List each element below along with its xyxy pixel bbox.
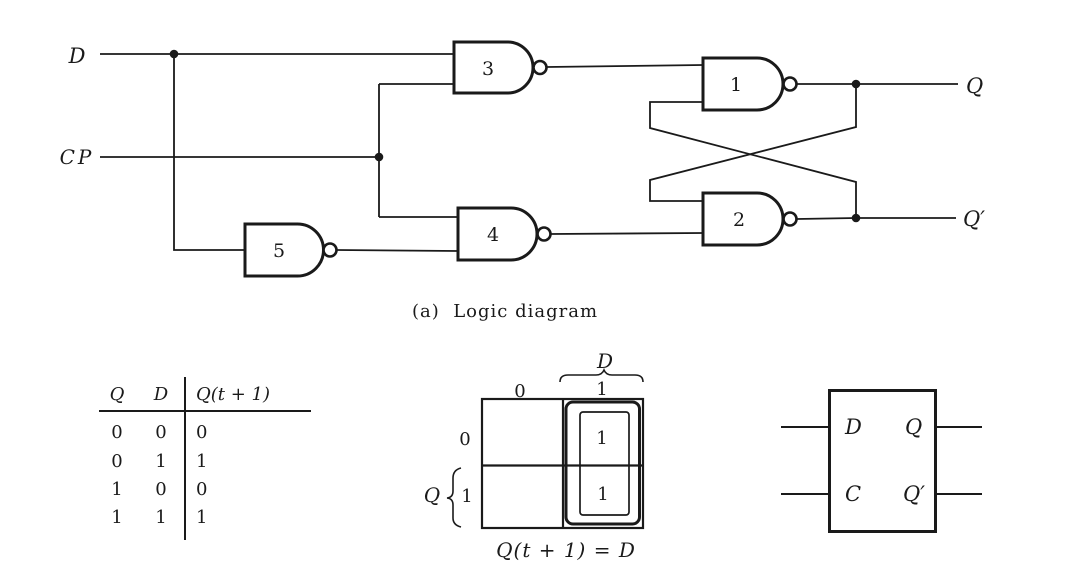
kmap-svg: D 0 1 0 1 Q 1 1 Q(t + 1) = D	[424, 349, 645, 562]
ff-label-d: D	[845, 415, 862, 439]
gate2-label: 2	[733, 209, 745, 231]
d-junction-dot	[169, 49, 179, 59]
kmap-group-loop-outer	[564, 400, 641, 526]
wire-gate4-output	[550, 232, 704, 235]
kmap-group-loop-inner	[579, 411, 630, 516]
qp-output-label: Q′	[963, 207, 985, 231]
qp-junction-dot	[851, 213, 861, 223]
kmap-left-brace	[446, 467, 462, 528]
tt-cell: 1	[111, 479, 123, 500]
tt-row: 1 1 1	[95, 504, 317, 532]
q-output-label: Q	[966, 74, 983, 98]
d-input-label: D	[68, 44, 86, 68]
kmap-row-header-0: 0	[459, 429, 470, 450]
truth-table: Q D Q(t + 1) 0 0 0 0 1 1 1 0 0 1 1 1	[95, 374, 317, 546]
tt-row: 1 0 0	[95, 476, 317, 504]
tt-cell: 1	[196, 451, 208, 472]
tt-cell: 0	[111, 422, 123, 443]
kmap-top-var-label: D	[596, 349, 613, 373]
ff-symbol-box: D Q C Q′	[828, 389, 937, 533]
caption-logic-diagram: (a) Logic diagram	[411, 301, 599, 322]
gate2-bubble	[782, 211, 798, 227]
wire-d-branch-to-gate5	[173, 54, 245, 251]
tt-vertical-rule	[184, 377, 186, 540]
gate1-bubble	[782, 76, 798, 92]
kmap-col-header-1: 1	[596, 379, 607, 400]
tt-cell: 0	[155, 479, 167, 500]
wire-gate2-output-qp	[796, 217, 956, 220]
ff-label-c: C	[845, 482, 862, 506]
cp-input-label: CP	[60, 145, 95, 169]
tt-cell: 0	[196, 422, 208, 443]
wire-gate3-output	[546, 64, 704, 68]
tt-header-qnext: Q(t + 1)	[196, 384, 271, 405]
tt-cell: 0	[111, 451, 123, 472]
wire-cross-q-to-gate2	[649, 84, 857, 202]
tt-header-row: Q D Q(t + 1)	[95, 380, 317, 410]
ff-label-qp: Q′	[903, 482, 925, 506]
gate3-bubble	[532, 59, 548, 76]
kmap-cell-value-d1-q1: 1	[597, 484, 608, 505]
tt-cell: 1	[155, 451, 167, 472]
gate4-label: 4	[487, 224, 499, 246]
tt-row: 0 0 0	[95, 419, 317, 447]
kmap-cell-value-d1-q0: 1	[596, 428, 607, 449]
tt-header-q: Q	[109, 384, 125, 405]
tt-cell: 1	[196, 507, 208, 528]
ff-line-out-qp	[937, 493, 982, 495]
tt-cell: 1	[111, 507, 123, 528]
kmap-col-header-0: 0	[514, 381, 525, 402]
wire-gate5-output	[336, 249, 459, 252]
tt-horizontal-rule	[99, 410, 311, 412]
kmap-equation: Q(t + 1) = D	[496, 538, 636, 562]
ff-line-out-q	[937, 426, 982, 428]
gate5-label: 5	[273, 240, 285, 262]
tt-row: 0 1 1	[95, 448, 317, 476]
q-junction-dot	[851, 79, 861, 89]
kmap-row-header-1: 1	[461, 486, 472, 507]
cp-junction-dot	[374, 152, 384, 162]
ff-line-in-d	[781, 426, 828, 428]
wire-cross-qp-to-gate1	[649, 101, 857, 218]
logic-diagram-svg: D CP Q Q′ 3 4 5 1 2	[60, 40, 985, 278]
ff-line-in-c	[781, 493, 828, 495]
gate5-bubble	[322, 242, 338, 258]
tt-header-d: D	[153, 384, 169, 405]
kmap-row-var-label: Q	[424, 483, 440, 507]
gate3-label: 3	[482, 58, 494, 80]
kmap-top-brace	[559, 367, 644, 383]
gate4-bubble	[536, 226, 552, 242]
tt-cell: 0	[196, 479, 208, 500]
gate1-body	[701, 56, 785, 112]
gate1-label: 1	[730, 74, 742, 96]
tt-cell: 1	[155, 507, 167, 528]
ff-label-q: Q	[905, 415, 923, 439]
tt-cell: 0	[155, 422, 167, 443]
